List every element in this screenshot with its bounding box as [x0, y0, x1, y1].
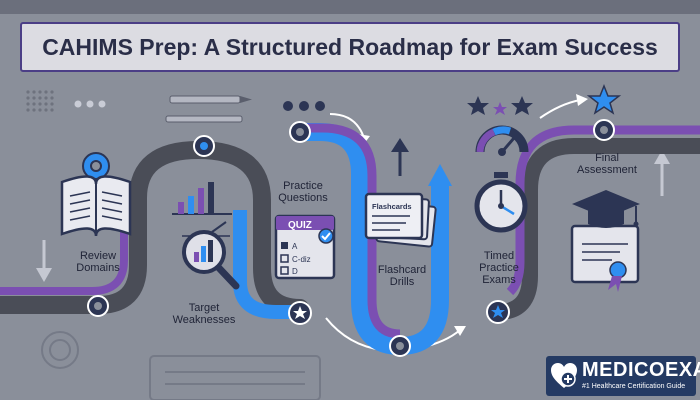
quiz-option-d: D [292, 267, 298, 276]
brand-name: MEDICOEXAM [582, 359, 700, 381]
step-label-flashcard: Flashcard Drills [377, 264, 427, 288]
checkpoint-star-timed [486, 300, 510, 324]
quiz-option-c: C-diz [292, 255, 311, 264]
brand-logo: MEDICOEXAM #1 Healthcare Certification G… [546, 356, 700, 396]
checkpoint-star-practice [288, 301, 312, 325]
checkpoint-target [193, 135, 215, 157]
three-dots-dark-decoration [283, 101, 325, 111]
step-label-target: Target Weaknesses [172, 302, 236, 326]
blue-road-left [233, 210, 300, 319]
purple-road-middle [300, 123, 401, 339]
step-label-review: Review Domains [76, 250, 120, 274]
blue-road-segment [300, 123, 449, 356]
blue-road-arrowhead [428, 164, 452, 186]
step-label-final: Final Assessment [577, 152, 637, 176]
checkpoint-final [593, 119, 615, 141]
checkpoint-flashcard [389, 335, 411, 357]
star-icon [467, 83, 622, 115]
flashcards-icon: Flashcards [364, 192, 437, 248]
heart-cross-icon [551, 363, 577, 388]
certificate-icon [570, 224, 640, 292]
circle-decoration [41, 331, 79, 369]
stopwatch-icon [474, 172, 528, 233]
quiz-card-icon: QUIZ A C-diz D [274, 214, 336, 280]
checkpoint-practice [289, 121, 311, 143]
purple-road-right [506, 125, 700, 296]
step-label-timed: Timed Practice Exams [479, 250, 519, 286]
step-label-practice: Practice Questions [278, 180, 328, 204]
quiz-heading: QUIZ [288, 220, 312, 231]
book-icon [60, 152, 132, 237]
pencil-icon [165, 95, 252, 123]
up-arrow-dark-icon [391, 138, 409, 176]
brand-tagline: #1 Healthcare Certification Guide [582, 383, 686, 390]
page-title: CAHIMS Prep: A Structured Roadmap for Ex… [42, 33, 658, 60]
top-band [0, 0, 700, 14]
down-arrow-icon [36, 240, 52, 282]
purple-road-left [0, 196, 128, 295]
grey-road-right [497, 138, 700, 320]
three-dots-decoration [74, 100, 106, 108]
graduation-cap-icon [572, 190, 640, 228]
flashcards-heading: Flashcards [372, 202, 412, 211]
magnifier-icon [182, 221, 240, 290]
up-arrow-icon [654, 150, 670, 196]
gauge-icon [475, 125, 529, 156]
title-banner: CAHIMS Prep: A Structured Roadmap for Ex… [20, 22, 680, 72]
quiz-option-a: A [292, 242, 298, 251]
checkpoint-review [87, 295, 109, 317]
bar-chart-icon [172, 182, 232, 215]
laptop-icon [149, 355, 321, 400]
dot-grid-decoration [26, 90, 54, 112]
